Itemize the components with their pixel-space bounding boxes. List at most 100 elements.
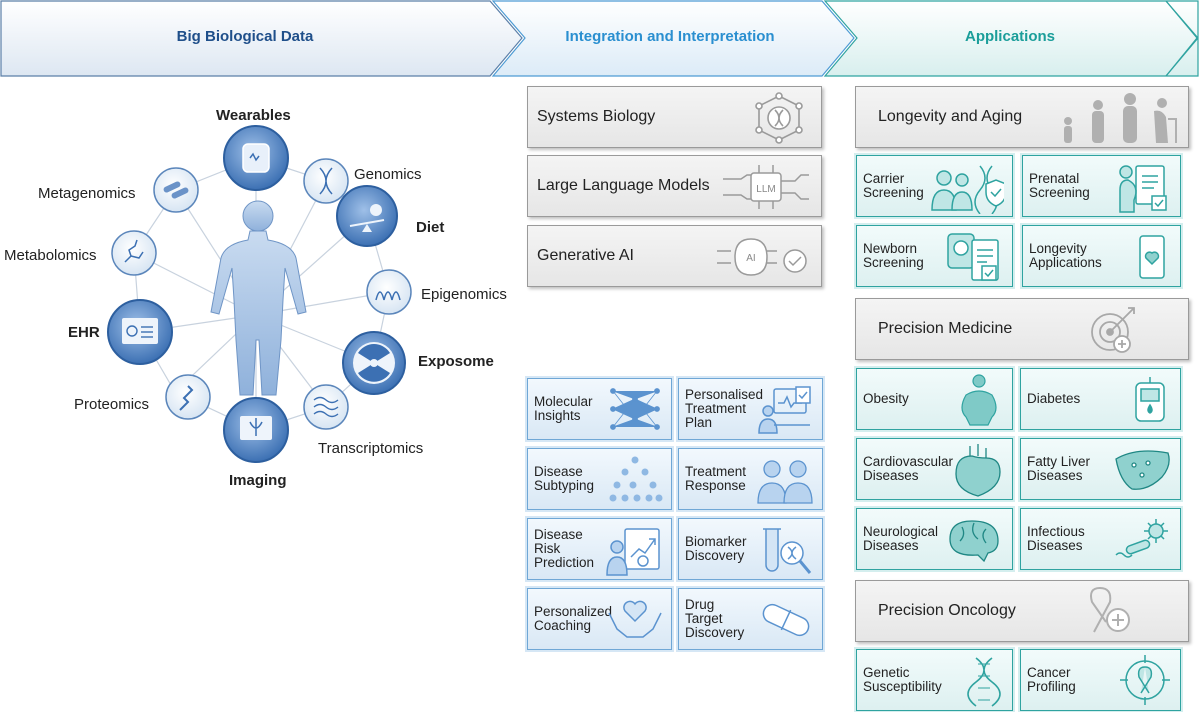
box-carrier-screening: Carrier Screening	[856, 155, 1013, 217]
couple-dna-shield-icon	[931, 165, 1004, 214]
proteomics-node	[165, 374, 211, 420]
label-exposome: Exposome	[418, 353, 494, 370]
hub-diagram	[107, 125, 412, 463]
box-disease-risk-prediction: Disease Risk Prediction	[527, 518, 672, 580]
liver-organ-icon	[1115, 450, 1170, 490]
ehr-node	[107, 299, 173, 365]
test-tube-magnifier-icon	[763, 528, 812, 574]
box-infectious-diseases: Infectious Diseases	[1020, 508, 1181, 570]
box-genetic-susceptibility: Genetic Susceptibility	[856, 649, 1013, 711]
precision-oncology-label: Precision Oncology	[878, 602, 1016, 619]
patient-doctor-icon	[757, 460, 813, 504]
label-diet: Diet	[416, 219, 445, 236]
baby-checklist-icon	[947, 233, 999, 281]
systems-biology-label: Systems Biology	[537, 108, 656, 125]
box-molecular-insights: Molecular Insights	[527, 378, 672, 440]
neurological-diseases-label: Neurological Diseases	[863, 524, 939, 553]
box-cardiovascular-diseases: Cardiovascular Diseases	[856, 438, 1013, 500]
heart-organ-icon	[955, 444, 1001, 497]
epigenomics-node	[366, 269, 412, 315]
pregnant-clipboard-icon	[1119, 165, 1167, 213]
ribbon-target-icon	[1120, 655, 1170, 705]
box-treatment-response: Treatment Response	[678, 448, 823, 510]
diabetes-label: Diabetes	[1027, 391, 1081, 406]
virus-bacteria-icon	[1115, 519, 1168, 558]
label-wearables: Wearables	[216, 107, 291, 124]
infectious-diseases-label: Infectious Diseases	[1027, 524, 1085, 553]
box-longevity-aging: Longevity and Aging	[855, 86, 1189, 148]
personalised-treatment-plan-label: Personalised Treatment Plan	[685, 387, 764, 430]
label-epigenomics: Epigenomics	[421, 286, 507, 303]
label-ehr: EHR	[68, 324, 100, 341]
brain-icon	[949, 520, 999, 563]
box-large-language-models: Large Language Models LLM	[527, 155, 822, 217]
risk-chart-person-icon	[606, 528, 660, 576]
box-diabetes: Diabetes	[1020, 368, 1181, 430]
doctor-monitor-icon	[758, 386, 811, 434]
personalized-coaching-label: Personalized Coaching	[534, 604, 613, 633]
dna-helix-icon	[967, 657, 1001, 707]
imaging-node	[223, 397, 289, 463]
diet-node	[336, 185, 398, 247]
box-precision-oncology: Precision Oncology	[855, 580, 1189, 642]
precision-medicine-label: Precision Medicine	[878, 320, 1013, 337]
disease-subtyping-label: Disease Subtyping	[534, 464, 595, 493]
obese-person-icon	[961, 374, 997, 426]
header-big-biological-data: Big Biological Data	[176, 28, 314, 45]
molecular-insights-label: Molecular Insights	[534, 394, 593, 423]
label-imaging: Imaging	[229, 472, 287, 489]
newborn-screening-label: Newborn Screening	[863, 241, 924, 270]
box-generative-ai: Generative AI AI	[527, 225, 822, 287]
pill-capsule-icon	[762, 603, 810, 637]
cardiovascular-diseases-label: Cardiovascular Diseases	[863, 454, 954, 483]
treatment-response-label: Treatment Response	[685, 464, 747, 493]
ribbon-plus-icon	[1090, 587, 1130, 633]
box-systems-biology: Systems Biology	[527, 86, 822, 148]
chevron-integration	[491, 0, 855, 77]
header-applications: Applications	[964, 28, 1055, 45]
header-integration: Integration and Interpretation	[565, 28, 775, 45]
ai-brain-check-icon: AI	[717, 238, 807, 276]
llm-label: Large Language Models	[537, 177, 710, 194]
box-longevity-applications: Longevity Applications	[1022, 225, 1181, 287]
label-transcriptomics: Transcriptomics	[318, 440, 424, 457]
box-precision-medicine: Precision Medicine	[855, 298, 1189, 360]
box-obesity: Obesity	[856, 368, 1013, 430]
box-biomarker-discovery: Biomarker Discovery	[678, 518, 823, 580]
phone-heart-icon	[1139, 235, 1165, 279]
label-genomics: Genomics	[354, 166, 422, 183]
target-plus-icon	[1091, 307, 1135, 353]
longevity-applications-label: Longevity Applications	[1029, 241, 1102, 270]
heart-hands-icon	[608, 600, 662, 638]
obesity-label: Obesity	[863, 391, 909, 406]
metabolomics-node	[111, 230, 157, 276]
label-metabolomics: Metabolomics	[4, 247, 97, 264]
people-tree-icon	[609, 456, 663, 502]
neural-network-icon	[610, 388, 660, 430]
box-fatty-liver-diseases: Fatty Liver Diseases	[1020, 438, 1181, 500]
disease-risk-prediction-label: Disease Risk Prediction	[534, 527, 595, 570]
box-personalized-coaching: Personalized Coaching	[527, 588, 672, 650]
longevity-aging-label: Longevity and Aging	[878, 108, 1023, 125]
network-dna-icon	[755, 92, 803, 144]
metagenomics-node	[153, 167, 199, 213]
generative-ai-label: Generative AI	[537, 247, 634, 264]
wearables-node	[223, 125, 289, 191]
genetic-susceptibility-label: Genetic Susceptibility	[863, 665, 942, 694]
box-personalised-treatment-plan: Personalised Treatment Plan	[678, 378, 823, 440]
transcriptomics-node	[303, 384, 349, 430]
llm-chip-icon: LLM	[723, 165, 809, 209]
box-prenatal-screening: Prenatal Screening	[1022, 155, 1181, 217]
prenatal-screening-label: Prenatal Screening	[1029, 171, 1090, 200]
chevron-big-data	[0, 0, 523, 77]
header-chevron-bar	[0, 0, 1199, 77]
exposome-node	[342, 331, 406, 395]
drug-target-discovery-label: Drug Target Discovery	[685, 597, 745, 640]
box-newborn-screening: Newborn Screening	[856, 225, 1013, 287]
box-neurological-diseases: Neurological Diseases	[856, 508, 1013, 570]
llm-chip-text: LLM	[756, 184, 775, 195]
aging-people-icon	[1064, 93, 1177, 143]
human-body-icon	[210, 200, 307, 396]
fatty-liver-diseases-label: Fatty Liver Diseases	[1027, 454, 1091, 483]
box-drug-target-discovery: Drug Target Discovery	[678, 588, 823, 650]
